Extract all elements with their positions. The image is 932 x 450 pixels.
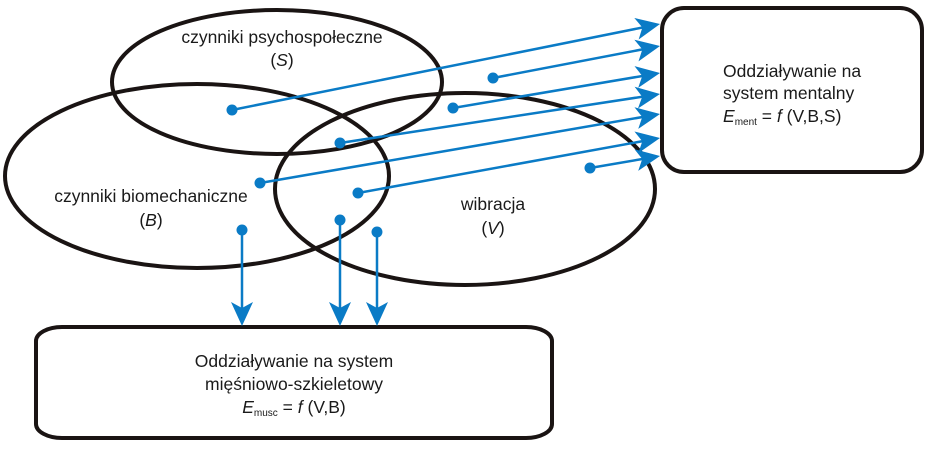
arrows-group: [226, 17, 660, 326]
label-psychosocial: czynniki psychospołeczne: [181, 27, 382, 47]
musc-arrowhead: [231, 302, 253, 326]
mental-arrowhead: [634, 107, 660, 129]
formula-args: (V,B,S): [782, 106, 842, 126]
mental-arrow-origin-dot: [226, 104, 238, 116]
ellipse-psychosocial: [110, 8, 444, 156]
mental-arrowhead: [634, 39, 660, 62]
box-mental-system: [660, 6, 924, 174]
label-biomechanical-symbol: (B): [139, 210, 162, 230]
mental-arrow-line: [452, 74, 647, 110]
mental-arrowhead: [634, 66, 660, 88]
musc-box-line1: Oddziaływanie na system: [195, 351, 393, 371]
musc-arrow-origin-dot: [236, 224, 248, 236]
label-psychosocial-symbol: (S): [270, 50, 293, 70]
mental-arrowhead: [634, 149, 660, 171]
musc-box-line2: mięśniowo-szkieletowy: [205, 374, 383, 394]
label-vibration-symbol: (V): [481, 218, 504, 238]
formula-f: f: [777, 106, 784, 126]
formula-var: E: [723, 106, 735, 126]
mental-arrow-line: [339, 94, 647, 145]
musc-arrowhead: [329, 302, 351, 326]
formula-sub: ment: [735, 117, 757, 128]
mental-arrow-line: [589, 157, 647, 170]
mental-arrowhead: [634, 86, 660, 109]
box-musculoskeletal-system: [34, 325, 554, 440]
musc-arrow-origin-dot: [371, 226, 383, 238]
mental-arrow-origin-dot: [487, 72, 499, 84]
ellipse-biomechanical: [3, 82, 391, 270]
mental-arrow-origin-dot: [254, 177, 266, 189]
mental-box-formula: Ement = f (V,B,S): [723, 106, 841, 128]
label-biomechanical: czynniki biomechaniczne: [54, 186, 248, 206]
musc-arrow-origin-dot: [334, 214, 346, 226]
formula-eq: =: [757, 106, 777, 126]
mental-arrow-origin-dot: [334, 137, 346, 149]
symbol-b: B: [145, 210, 157, 230]
mental-arrowhead: [634, 17, 660, 40]
mental-arrowhead: [634, 131, 660, 154]
symbol-v: V: [487, 218, 501, 238]
mental-arrow-line: [492, 47, 647, 80]
formula-args: (V,B): [303, 397, 346, 417]
mental-arrow-origin-dot: [352, 187, 364, 199]
mental-box-line1: Oddziaływanie na: [723, 61, 861, 81]
mental-arrow-line: [231, 25, 647, 112]
label-vibration: wibracja: [460, 194, 525, 214]
mental-arrow-line: [357, 139, 647, 195]
musc-arrowhead: [366, 302, 388, 326]
formula-f: f: [298, 397, 305, 417]
symbol-s: S: [276, 50, 288, 70]
mental-arrow-origin-dot: [584, 162, 596, 174]
formula-eq: =: [278, 397, 298, 417]
mental-arrow-origin-dot: [447, 102, 459, 114]
mental-arrow-line: [259, 115, 647, 185]
formula-var: E: [242, 397, 254, 417]
musc-box-formula: Emusc = f (V,B): [242, 397, 346, 419]
formula-sub: musc: [254, 408, 278, 419]
mental-box-line2: system mentalny: [723, 83, 855, 103]
ellipse-vibration: [273, 91, 657, 287]
